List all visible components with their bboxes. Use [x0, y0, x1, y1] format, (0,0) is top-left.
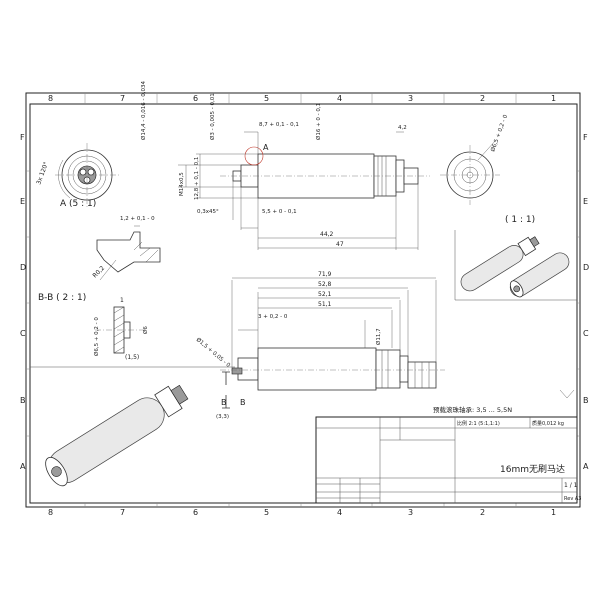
row-labels-right: F E D C B A: [583, 133, 589, 471]
col-label: 7: [120, 94, 125, 103]
row-label: D: [583, 263, 589, 272]
dim-d16: Ø16 + 0 - 0,1: [315, 103, 322, 140]
section-bb-label: B-B ( 2 : 1): [38, 293, 86, 303]
detail-a: A (5 : 1) R0,2 1,2 + 0,1 - 0: [60, 199, 161, 281]
angle-label: 3x 120°: [35, 161, 50, 186]
row-label: E: [20, 197, 25, 206]
col-label: 5: [264, 94, 269, 103]
col-label: 6: [193, 94, 198, 103]
dim-1: 1: [120, 297, 124, 304]
section-bb: B-B ( 2 : 1) 1 Ø6,5 + 0,2 - 0 Ø6 (1,5): [38, 293, 149, 361]
col-label: 2: [480, 508, 485, 517]
col-label: 3: [408, 94, 413, 103]
row-ticks: [26, 170, 580, 437]
iso-view-lower: [30, 366, 235, 487]
row-labels-left: F E D C B A: [20, 133, 26, 471]
dim-d3: Ø3 - 0,005 - 0,01: [209, 93, 216, 140]
end-view-right: Ø6,5 + 0,2 - 0: [440, 113, 509, 205]
column-labels-top: 8 7 6 5 4 3 2 1: [48, 94, 556, 103]
dim-d14-4: Ø14,4 - 0,016 - 0,034: [140, 80, 147, 140]
dim-1-2: 1,2 + 0,1 - 0: [120, 216, 155, 222]
col-label: 6: [193, 508, 198, 517]
detail-a-label: A (5 : 1): [60, 199, 96, 209]
col-label: 1: [551, 508, 556, 517]
row-label: C: [583, 329, 589, 338]
dim-8-7: 8,7 + 0,1 - 0,1: [259, 122, 299, 128]
tb-title: 16mm无刷马达: [500, 463, 565, 475]
column-labels-bottom: 8 7 6 5 4 3 2 1: [48, 508, 556, 517]
dim-44-2: 44,2: [320, 231, 334, 238]
dim-47: 47: [336, 241, 344, 248]
end-view-left: 3x 120°: [35, 143, 119, 207]
callout-a: A: [263, 143, 269, 152]
dim-5-5: 5,5 + 0 - 0,1: [262, 209, 297, 215]
tb-scale: 比例 2:1 (5:1,1:1): [457, 420, 500, 427]
section-mark-b2: B: [240, 398, 246, 407]
col-label: 2: [480, 94, 485, 103]
row-label: F: [20, 133, 25, 142]
dim-chamfer: 0,3x45°: [197, 209, 219, 215]
dim-d6-5-b: Ø6,5 + 0,2 - 0: [93, 317, 100, 356]
col-label: 7: [120, 508, 125, 517]
dim-d6-5: Ø6,5 + 0,2 - 0: [489, 113, 509, 152]
dim-4-2: 4,2: [398, 125, 407, 131]
dim-m14: M14x0,5: [179, 172, 185, 196]
section-mark-b1: B: [221, 398, 227, 407]
col-label: 3: [408, 508, 413, 517]
title-block: 预载滚珠轴承: 3,5 ... 5,5N 比例 2:1 (5:1,1:1) 质量…: [315, 389, 581, 504]
dim-52-8: 52,8: [318, 281, 332, 288]
row-label: A: [20, 462, 26, 471]
dim-71-9: 71,9: [318, 271, 332, 278]
dim-d11-7: Ø11,7: [375, 328, 382, 345]
row-label: D: [20, 263, 26, 272]
col-label: 8: [48, 94, 53, 103]
drawing-frame: [29, 103, 578, 504]
side-view-top: A 44,2 47 5,5 + 0 - 0,1 0,3x45° 8,7 + 0,…: [140, 80, 430, 250]
note-bearing: 预载滚珠轴承: 3,5 ... 5,5N: [433, 405, 512, 414]
row-label: E: [583, 197, 588, 206]
dim-3: 3 + 0,2 - 0: [258, 314, 288, 320]
row-label: A: [583, 462, 589, 471]
dim-d6: Ø6: [142, 326, 149, 334]
radius-label: R0,2: [91, 265, 106, 280]
tb-weight: 质量0,012 kg: [532, 420, 564, 427]
col-label: 5: [264, 508, 269, 517]
column-ticks: [84, 93, 517, 507]
col-label: 8: [48, 508, 53, 517]
dim-12-8: 12,8 + 0,1 - 0,1: [194, 157, 200, 200]
col-label: 4: [337, 508, 342, 517]
row-label: C: [20, 329, 26, 338]
dim-51-1: 51,1: [318, 301, 332, 308]
col-label: 4: [337, 94, 342, 103]
dim-52-1: 52,1: [318, 291, 332, 298]
tb-size: Rev A3: [564, 496, 581, 502]
sheet-border: [25, 92, 581, 508]
row-label: B: [20, 396, 26, 405]
dim-3-3: (3,3): [216, 414, 229, 420]
iso-scale-label: ( 1 : 1): [505, 215, 535, 225]
tb-sheet: 1 / 1: [564, 482, 578, 489]
row-label: F: [583, 133, 588, 142]
dim-d1-5: Ø1,5 + 0,05 - 0: [195, 336, 232, 369]
row-label: B: [583, 396, 589, 405]
iso-views: ( 1 : 1): [454, 215, 577, 301]
dim-1-5: (1,5): [125, 354, 139, 361]
col-label: 1: [551, 94, 556, 103]
side-view-bottom: 71,9 52,8 52,1 51,1 3 + 0,2 - 0 Ø1,5 + 0…: [195, 271, 445, 420]
